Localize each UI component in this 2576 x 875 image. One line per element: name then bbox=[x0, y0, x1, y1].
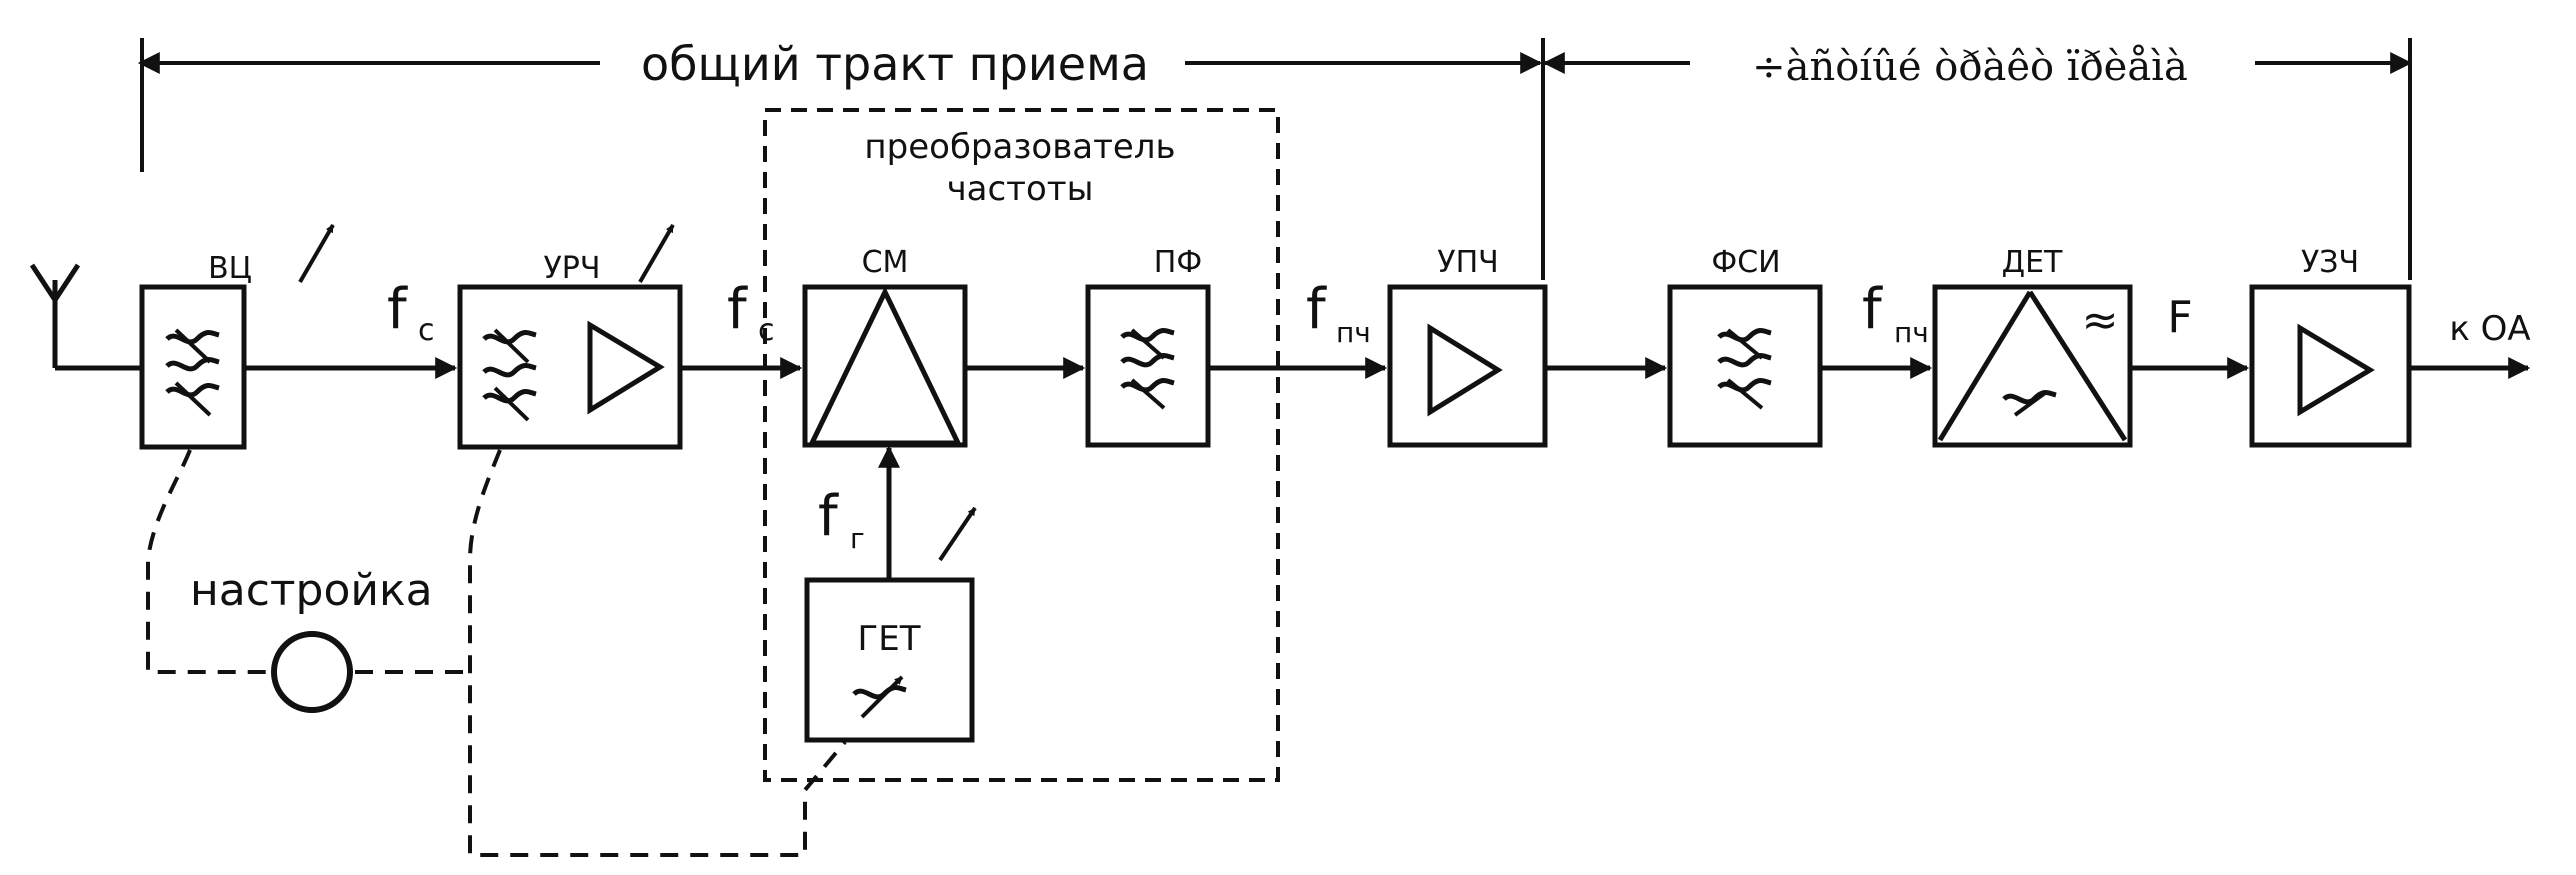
mixer-block bbox=[802, 284, 968, 448]
amplifier-icon bbox=[587, 320, 665, 415]
amplifier-icon bbox=[2297, 323, 2375, 417]
signal-fc-2: f c bbox=[727, 277, 775, 348]
signal-fpch-2: f пч bbox=[1862, 277, 1929, 349]
tunable-wave-icon bbox=[854, 675, 906, 719]
vts-block bbox=[139, 284, 247, 450]
vts-tuning-arrow-icon bbox=[298, 223, 335, 284]
urch-tuning-arrow-icon bbox=[638, 223, 675, 284]
upch-block bbox=[1387, 284, 1548, 448]
mixer-label: СМ bbox=[862, 245, 909, 280]
common-path-label: общий тракт приема bbox=[641, 37, 1149, 91]
det-label: ДЕТ bbox=[2002, 245, 2063, 280]
lo-label: ГЕТ bbox=[858, 619, 921, 659]
individual-path-span bbox=[1541, 38, 2413, 280]
urch-label: УРЧ bbox=[544, 251, 601, 286]
tuning-label: настройка bbox=[190, 565, 433, 616]
svg-text:пч: пч bbox=[1894, 316, 1929, 349]
uzch-block bbox=[2249, 284, 2412, 448]
filter-icon bbox=[167, 328, 219, 417]
svg-text:f: f bbox=[1306, 277, 1327, 342]
urch-block bbox=[457, 284, 683, 450]
filter-icon bbox=[1719, 330, 1771, 410]
svg-text:f: f bbox=[387, 277, 408, 342]
mixer-triangle-icon bbox=[808, 286, 962, 446]
svg-text:f: f bbox=[1862, 277, 1883, 342]
frequency-converter-group bbox=[763, 108, 1280, 782]
ganged-tuning-lines bbox=[146, 449, 847, 857]
fsi-label: ФСИ bbox=[1711, 245, 1780, 280]
filter-icon bbox=[1122, 330, 1174, 410]
converter-label-line1: преобразователь bbox=[864, 127, 1175, 167]
signal-fg: f г bbox=[818, 484, 865, 555]
converter-label-line2: частоты bbox=[947, 169, 1094, 209]
signal-fc-1: f c bbox=[387, 277, 435, 348]
common-path-span bbox=[137, 38, 1543, 172]
uzch-label: УЗЧ bbox=[2301, 245, 2359, 280]
individual-path-label: ÷àñòíûé òðàêò ïðèåìà bbox=[1752, 44, 2188, 90]
svg-text:пч: пч bbox=[1336, 316, 1371, 349]
svg-text:f: f bbox=[818, 484, 839, 549]
output-label: к ОА bbox=[2449, 309, 2530, 349]
lo-tuning-arrow-icon bbox=[938, 506, 977, 562]
signal-F: F bbox=[2167, 292, 2192, 343]
filter-icon bbox=[484, 328, 536, 422]
local-oscillator-block bbox=[804, 577, 975, 743]
wave-icon bbox=[2004, 393, 2056, 417]
svg-text:f: f bbox=[727, 277, 748, 342]
bandpass-label: ПФ bbox=[1154, 245, 1202, 280]
antenna-icon bbox=[29, 263, 142, 371]
amplifier-icon bbox=[1427, 323, 1503, 417]
fsi-block bbox=[1667, 284, 1823, 448]
svg-text:г: г bbox=[850, 522, 865, 555]
bandpass-filter-block bbox=[1085, 284, 1211, 448]
upch-label: УПЧ bbox=[1437, 245, 1498, 280]
vts-label: ВЦ bbox=[208, 251, 252, 286]
signal-fpch-1: f пч bbox=[1306, 277, 1371, 349]
det-lowpass-symbol: ≈ bbox=[2082, 295, 2119, 346]
svg-text:c: c bbox=[418, 313, 435, 348]
tuning-knob-icon[interactable] bbox=[271, 631, 353, 713]
